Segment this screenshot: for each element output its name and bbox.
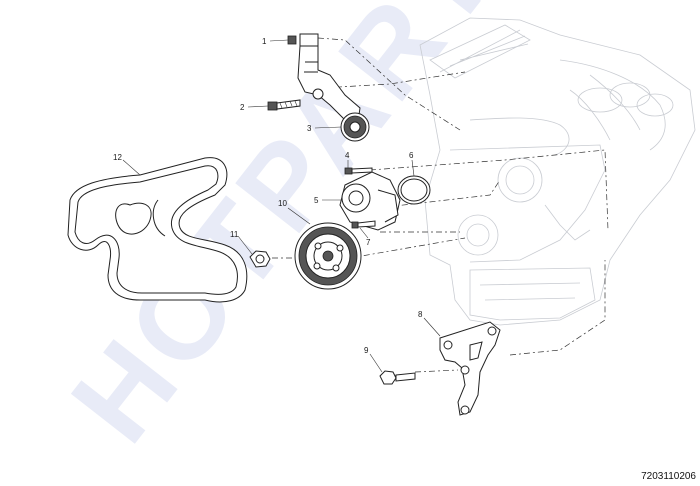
callout-1: 1 <box>262 37 267 46</box>
callout-2: 2 <box>240 103 245 112</box>
callout-9: 9 <box>364 346 369 355</box>
part-9-bolt <box>379 370 416 385</box>
callout-10: 10 <box>278 199 287 208</box>
part-5-water-pump <box>339 171 401 231</box>
part-2-bolt <box>267 99 301 111</box>
part-3-idler-pulley <box>340 112 370 142</box>
callout-4: 4 <box>345 151 350 160</box>
part-7-bolt <box>351 220 376 229</box>
part-11-nut <box>249 250 271 268</box>
part-1-nut <box>287 33 319 47</box>
part-8-bracket <box>439 321 501 416</box>
part-6-o-ring <box>397 175 431 205</box>
callout-11: 11 <box>230 230 239 239</box>
part-4-bolt <box>344 167 373 175</box>
document-number: 7203110206 <box>641 471 696 482</box>
leader-lines <box>122 39 441 373</box>
callout-3: 3 <box>307 124 312 133</box>
callout-8: 8 <box>418 310 423 319</box>
part-10-crankshaft-pulley <box>294 222 362 290</box>
part-12-drive-belt <box>67 157 248 303</box>
assembly-lines <box>272 37 609 373</box>
callout-numbers: 1 2 3 4 5 6 7 8 9 10 11 12 <box>113 37 423 355</box>
callout-6: 6 <box>409 151 414 160</box>
callout-7: 7 <box>366 238 371 247</box>
callout-5: 5 <box>314 196 319 205</box>
callout-12: 12 <box>113 153 122 162</box>
engine-block-outline <box>419 17 696 326</box>
